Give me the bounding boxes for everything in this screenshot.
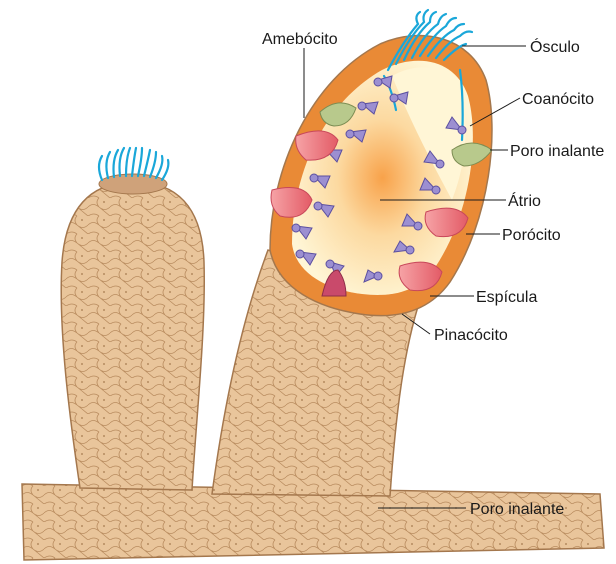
left-sponge-tube <box>61 182 204 490</box>
label-atrio: Átrio <box>508 191 541 210</box>
label-poro-inalante-top: Poro inalante <box>510 143 604 160</box>
label-coanocito: Coanócito <box>522 91 594 108</box>
label-osculo: Ósculo <box>530 37 580 56</box>
label-pinacocito: Pinacócito <box>434 327 508 344</box>
label-amebocito: Amebócito <box>262 31 338 48</box>
label-espicula: Espícula <box>476 289 537 306</box>
label-poro-inalante-base: Poro inalante <box>470 501 564 518</box>
label-porocito: Porócito <box>502 227 561 244</box>
